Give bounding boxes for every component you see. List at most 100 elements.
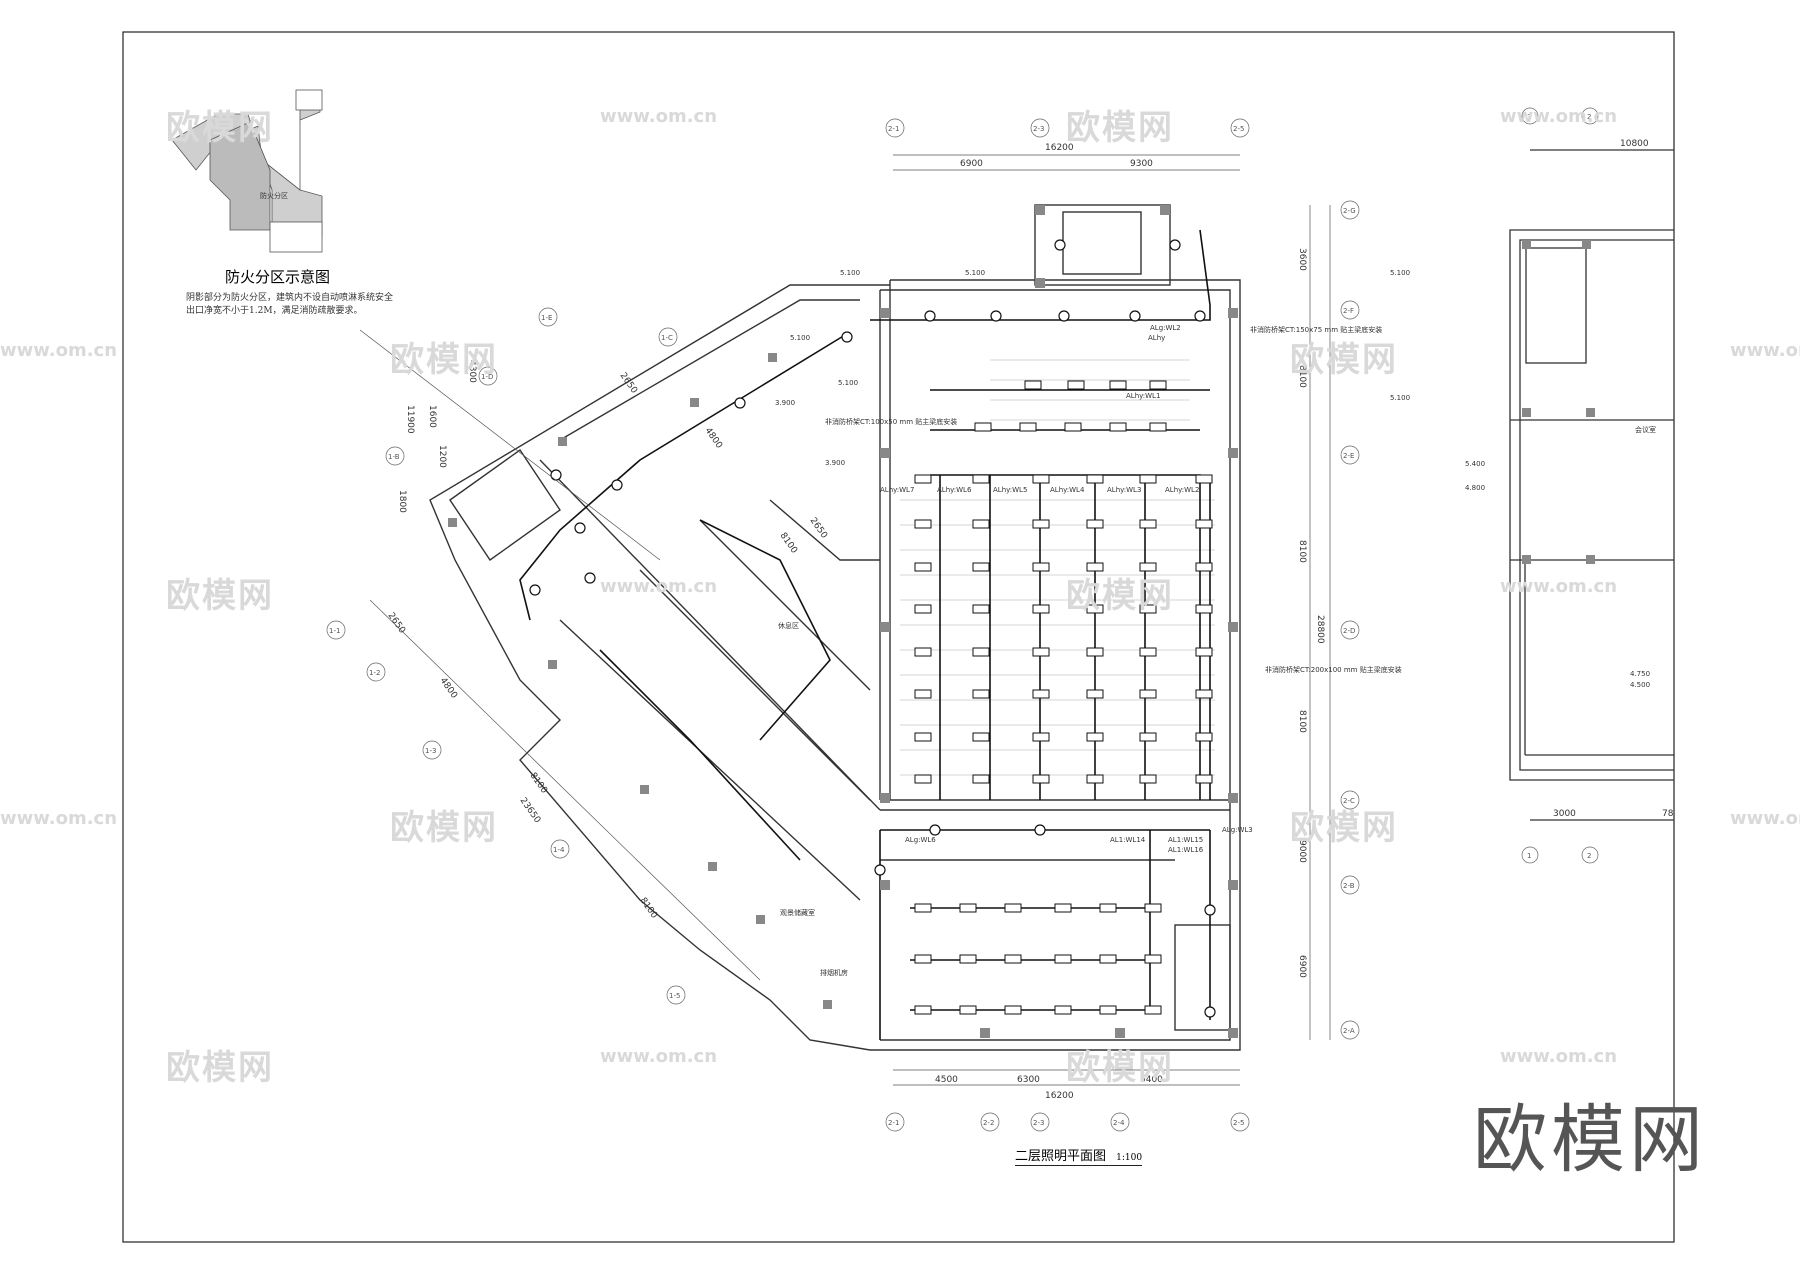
axis-right-7: 2-A (1343, 1027, 1355, 1035)
axis-right-6: 2-B (1343, 882, 1355, 890)
axis-right-4: 2-D (1343, 627, 1355, 635)
auditorium-seating (900, 359, 1215, 776)
elev-3: 5.100 (790, 334, 810, 342)
ceiling-lights (529, 239, 1216, 1018)
dim-bottom-a: 4500 (935, 1075, 958, 1085)
elev-7: 5.100 (1390, 269, 1410, 277)
dim-left-total-lower: 23650 (518, 796, 543, 825)
axis-bubbles (326, 118, 1360, 1132)
circuit-wl3: ALhy:WL3 (1107, 486, 1141, 494)
axis-left-2: 1-D (481, 373, 493, 381)
axis-left-7: 1-3 (425, 747, 436, 755)
brand-watermark: 欧模网 (1473, 1097, 1707, 1183)
watermark-url: www.om.cn (1730, 340, 1800, 361)
axis-left-4: 1-B (388, 453, 400, 461)
building-walls (429, 204, 1241, 1051)
circuit-wl6: ALhy:WL6 (937, 486, 972, 494)
room-smoke-exhaust: 排烟机房 (820, 968, 848, 977)
axis-top-1: 2-1 (888, 125, 899, 133)
axis-bottom-2: 2-2 (983, 1119, 994, 1127)
dim-bottom-total: 16200 (1045, 1091, 1074, 1101)
right-dim-top: 10800 (1620, 139, 1649, 149)
drawing-scale: 1:100 (1116, 1153, 1143, 1163)
right-axis-bottom-1: 1 (1527, 852, 1531, 860)
axis-right-2: 2-F (1343, 307, 1354, 315)
axis-left-1: 1-E (541, 314, 552, 322)
watermark-text: 欧模网 (1290, 340, 1398, 380)
elev-1: 5.100 (840, 269, 860, 277)
dim-diag-b: 4800 (703, 426, 724, 451)
dim-diag-c: 2650 (808, 516, 829, 541)
watermark-url: www.om.cn (0, 808, 118, 829)
circuit-al1-wl16: AL1:WL16 (1168, 846, 1204, 854)
right-axis-top-1: 1 (1527, 113, 1531, 121)
circuit-wl5: ALhy:WL5 (993, 486, 1027, 494)
watermark-text: 欧模网 (1290, 808, 1398, 848)
dim-right-d5: 9000 (1297, 840, 1307, 863)
right-plan-texts: 1 2 1 2 10800 3000 78 5.400 4.800 4.750 … (1465, 113, 1674, 860)
dim-top-left: 6900 (960, 159, 983, 169)
fire-zone-label: 防火分区 (260, 191, 288, 200)
axis-right-3: 2-E (1343, 452, 1354, 460)
circuit-al1-wl14: AL1:WL14 (1110, 836, 1146, 844)
circuit-wl7: ALhy:WL7 (880, 486, 914, 494)
elev-4: 5.100 (838, 379, 858, 387)
legend-note: 阴影部分为防火分区，建筑内不设自动喷淋系统安全出口净宽不小于1.2M，满足消防疏… (186, 293, 394, 316)
watermark-url: www.om.cn (1500, 1046, 1618, 1067)
dimension-texts: 16200 6900 9300 4500 6300 5400 16200 360… (386, 143, 1325, 1101)
watermark-url: www.om.cn (600, 1046, 718, 1067)
axis-left-5: 1-1 (329, 627, 340, 635)
axis-right-5: 2-C (1343, 797, 1355, 805)
watermark-url: www.om.cn (0, 340, 118, 361)
dim-right-d2: 8100 (1297, 365, 1307, 388)
watermark-url: www.om.cn (1500, 106, 1618, 127)
elev-5: 3.900 (775, 399, 795, 407)
watermark-url: www.om.cn (600, 576, 718, 597)
circuit-alg-wl2: ALg:WL2 (1150, 324, 1181, 332)
cable-tray-2: 非消防桥架CT:100x50 mm 贴主梁底安装 (825, 417, 957, 426)
axis-top-2: 2-3 (1033, 125, 1044, 133)
axis-bottom-4: 2-4 (1113, 1119, 1125, 1127)
dim-left-d: 1800 (397, 490, 407, 513)
elev-6: 3.900 (825, 459, 845, 467)
circuit-alg-wl3: ALg:WL3 (1222, 826, 1253, 834)
dim-bottom-b: 6300 (1017, 1075, 1040, 1085)
dim-right-d6: 6900 (1297, 955, 1307, 978)
circuit-alg-wl6: ALg:WL6 (905, 836, 936, 844)
dim-left-e: 2650 (386, 611, 407, 636)
right-plan-columns (1522, 240, 1595, 564)
axis-bottom-1: 2-1 (888, 1119, 899, 1127)
axis-labels: 2-1 2-3 2-5 2-1 2-2 2-3 2-4 2-5 2-G 2-F … (329, 125, 1356, 1127)
drawing-border (122, 31, 1675, 1243)
watermark-url: www.om.cn (600, 106, 718, 127)
right-dim-bottom-a: 3000 (1553, 809, 1576, 819)
axis-left-9: 1-5 (669, 992, 680, 1000)
watermark-text: 欧模网 (1066, 108, 1174, 148)
lighting-circuits (519, 229, 1211, 1040)
watermark-text: 欧模网 (1066, 1048, 1174, 1088)
cable-tray-3: 非消防桥架CT:200x100 mm 贴主梁底安装 (1265, 665, 1402, 674)
right-elev-a: 5.400 (1465, 460, 1485, 468)
dim-diag-a: 2650 (618, 371, 639, 396)
elev-8: 5.100 (1390, 394, 1410, 402)
dim-left-c: 1200 (437, 445, 447, 468)
dim-bottom-c: 5400 (1140, 1075, 1163, 1085)
axis-left-8: 1-4 (553, 846, 565, 854)
lamp-fixtures (914, 380, 1213, 1015)
dim-left-g: 8100 (528, 771, 549, 796)
circuit-wl2: ALhy:WL2 (1165, 486, 1199, 494)
circuit-labels: ALhy:WL7 ALhy:WL6 ALhy:WL5 ALhy:WL4 ALhy… (880, 324, 1253, 854)
dim-right-total: 28800 (1315, 615, 1325, 644)
right-axis-top-2: 2 (1587, 113, 1591, 121)
dim-left-b: 1600 (427, 405, 437, 428)
axis-bottom-3: 2-3 (1033, 1119, 1044, 1127)
dimension-lines (359, 154, 1331, 1086)
right-plan-axis-bubbles (1521, 107, 1599, 864)
watermark-text: 欧模网 (390, 808, 498, 848)
watermark-url: www.om.cn (1730, 808, 1800, 829)
room-labels: 休息区 排烟机房 观景储藏室 会议室 (778, 425, 1656, 977)
axis-left-6: 1-2 (369, 669, 380, 677)
dim-diag-d: 8100 (778, 531, 799, 556)
dim-right-d1: 3600 (1297, 248, 1307, 271)
